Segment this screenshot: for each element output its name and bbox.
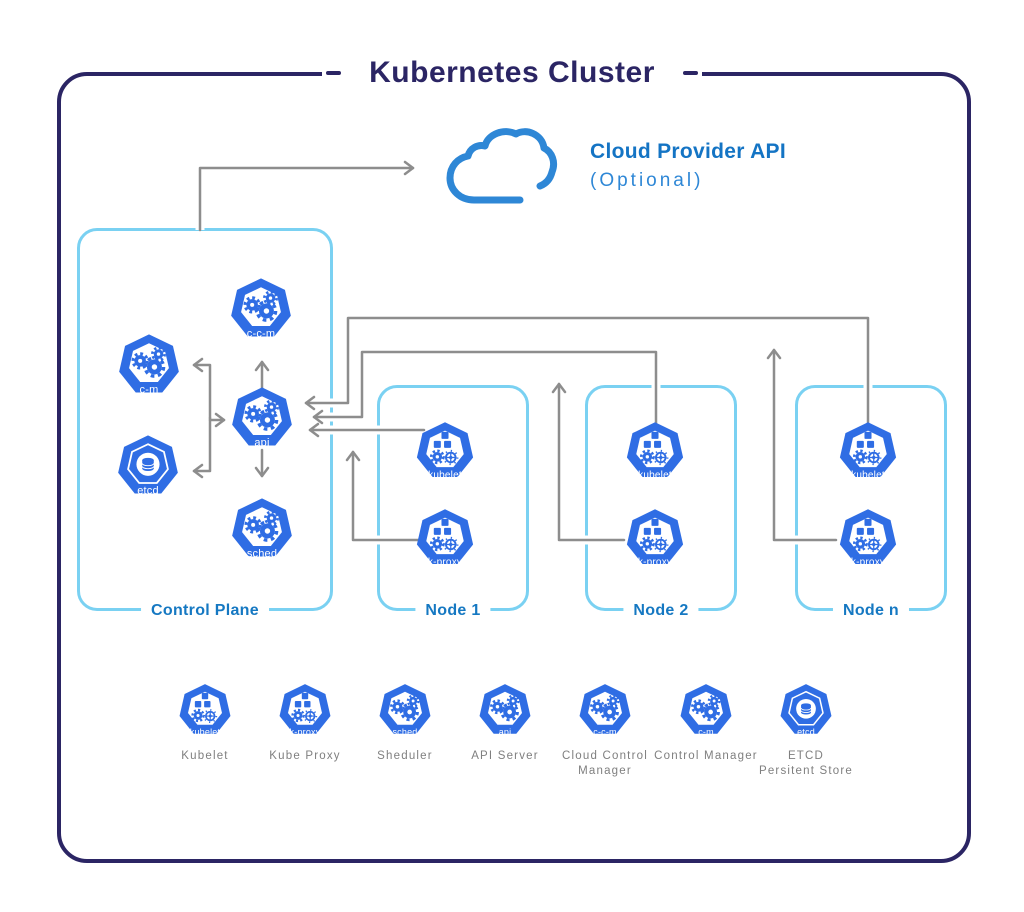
api-icon-label: api bbox=[254, 437, 270, 450]
noden-kubelet-icon: kubelet bbox=[836, 421, 900, 485]
legend-cm: c-m Control Manager bbox=[641, 683, 771, 764]
legend-etcd-caption: ETCD Persitent Store bbox=[758, 750, 854, 777]
node-1-box: Node 1 bbox=[377, 385, 529, 620]
legend-kubelet: kubelet Kubelet bbox=[140, 683, 270, 764]
legend-kproxy-badge: k-proxy bbox=[289, 726, 321, 737]
legend-cm-icon: c-m bbox=[677, 683, 735, 741]
arrow-noden-kproxy-up bbox=[766, 348, 838, 542]
legend-api: api API Server bbox=[440, 683, 570, 764]
legend-api-icon: api bbox=[476, 683, 534, 741]
ccm-icon: c-c-m bbox=[227, 277, 295, 345]
legend-etcd-icon: etcd bbox=[777, 683, 835, 741]
title-left-dash bbox=[326, 71, 342, 75]
legend-cm-caption: Control Manager bbox=[654, 750, 758, 762]
noden-kproxy-icon: k-proxy bbox=[836, 508, 900, 572]
arrow-node2-kproxy-up bbox=[551, 382, 626, 542]
node2-kproxy-icon: k-proxy bbox=[623, 508, 687, 572]
node2-kubelet-icon: kubelet bbox=[623, 421, 687, 485]
noden-kproxy-label: k-proxy bbox=[850, 556, 886, 568]
node2-kubelet-label: kubelet bbox=[638, 469, 672, 481]
diagram-title-row: Kubernetes Cluster bbox=[0, 50, 1024, 96]
node-2-label: Node 2 bbox=[623, 602, 699, 620]
node-2-box: Node 2 bbox=[585, 385, 737, 620]
cloud-icon bbox=[446, 128, 558, 204]
legend-etcd-badge: etcd bbox=[797, 726, 815, 737]
sched-icon: sched bbox=[228, 497, 296, 565]
legend-kproxy: k-proxy Kube Proxy bbox=[240, 683, 370, 764]
node2-kproxy-label: k-proxy bbox=[637, 556, 673, 568]
legend-ccm: c-c-m Cloud Control Manager bbox=[540, 683, 670, 779]
legend-cm-badge: c-m bbox=[698, 726, 714, 737]
node1-kproxy-label: k-proxy bbox=[427, 556, 463, 568]
arrow-api-to-etcd bbox=[192, 416, 212, 479]
ccm-icon-label: c-c-m bbox=[246, 328, 276, 341]
page-title: Kubernetes Cluster bbox=[369, 56, 655, 89]
node1-kubelet-label: kubelet bbox=[428, 469, 462, 481]
node-1-label: Node 1 bbox=[415, 602, 491, 620]
legend-sched-icon: sched bbox=[376, 683, 434, 741]
control-plane-label: Control Plane bbox=[141, 602, 269, 620]
legend-ccm-icon: c-c-m bbox=[576, 683, 634, 741]
arrow-api-to-cm bbox=[192, 357, 212, 420]
legend-kubelet-badge: kubelet bbox=[189, 726, 221, 737]
node-n-label: Node n bbox=[832, 602, 910, 620]
cloud-provider-subtitle: (Optional) bbox=[590, 170, 704, 191]
cm-icon: c-m bbox=[115, 333, 183, 401]
node-n-box: Node n bbox=[795, 385, 947, 620]
legend-sched-badge: sched bbox=[392, 726, 418, 737]
arrow-noden-kubelet-to-api bbox=[304, 316, 870, 426]
legend-ccm-badge: c-c-m bbox=[593, 726, 617, 737]
legend-etcd: etcd ETCD Persitent Store bbox=[741, 683, 871, 779]
node1-kproxy-icon: k-proxy bbox=[413, 508, 477, 572]
arrow-controlplane-to-cloud bbox=[198, 160, 415, 232]
api-icon: api bbox=[228, 386, 296, 454]
arrow-node1-kproxy-up bbox=[345, 450, 422, 542]
cm-icon-label: c-m bbox=[139, 384, 159, 397]
etcd-icon: etcd bbox=[114, 434, 182, 502]
sched-icon-label: sched bbox=[246, 548, 278, 561]
title-right-dash bbox=[682, 71, 698, 75]
etcd-icon-label: etcd bbox=[137, 485, 159, 498]
legend-sched-caption: Sheduler bbox=[377, 750, 433, 762]
legend-kproxy-caption: Kube Proxy bbox=[269, 750, 341, 762]
noden-kubelet-label: kubelet bbox=[851, 469, 885, 481]
legend-api-caption: API Server bbox=[471, 750, 539, 762]
legend-kubelet-icon: kubelet bbox=[176, 683, 234, 741]
cloud-provider-text: Cloud Provider API (Optional) bbox=[590, 140, 786, 192]
legend-kproxy-icon: k-proxy bbox=[276, 683, 334, 741]
arrow-node2-kubelet-to-api bbox=[312, 350, 658, 426]
legend-sched: sched Sheduler bbox=[340, 683, 470, 764]
node1-kubelet-icon: kubelet bbox=[413, 421, 477, 485]
legend-kubelet-caption: Kubelet bbox=[181, 750, 229, 762]
cloud-provider-title: Cloud Provider API bbox=[590, 140, 786, 163]
legend-ccm-caption: Cloud Control Manager bbox=[562, 750, 648, 777]
legend-api-badge: api bbox=[498, 726, 512, 737]
